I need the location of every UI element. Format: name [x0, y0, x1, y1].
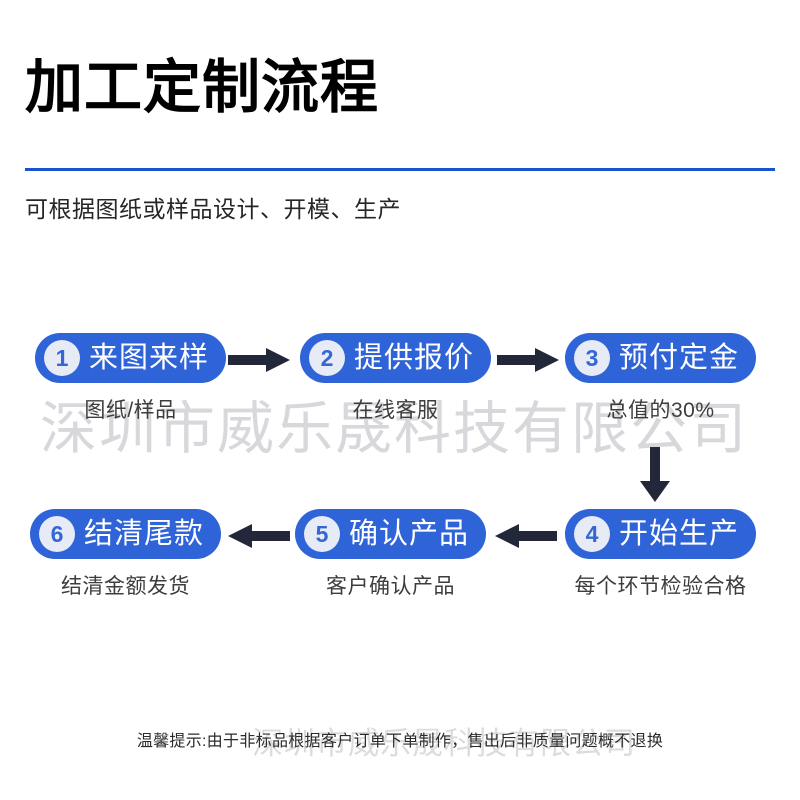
flow-step-1-label: 来图来样 [89, 341, 210, 374]
flow-step-3-label: 预付定金 [619, 341, 740, 374]
flow-step-2-pill[interactable]: 2 提供报价 [300, 333, 492, 383]
header: 加工定制流程 [25, 55, 775, 120]
flow-step-5-pill[interactable]: 5 确认产品 [295, 509, 487, 559]
flow-step-3-pill[interactable]: 3 预付定金 [565, 333, 757, 383]
flow-step-6-number: 6 [39, 516, 75, 552]
flow-step-5[interactable]: 5 确认产品 客户确认产品 [295, 509, 487, 600]
flow-step-3-number: 3 [574, 340, 610, 376]
flow-step-1-pill[interactable]: 1 来图来样 [35, 333, 227, 383]
flow-step-4[interactable]: 4 开始生产 每个环节检验合格 [565, 509, 757, 600]
flow-step-4-caption: 每个环节检验合格 [574, 575, 747, 598]
flow-step-6-label: 结清尾款 [84, 517, 205, 550]
flow-step-4-pill[interactable]: 4 开始生产 [565, 509, 757, 559]
flow-step-3[interactable]: 3 预付定金 总值的30% [565, 333, 757, 424]
flow-step-2-label: 提供报价 [354, 341, 475, 374]
flow-step-1[interactable]: 1 来图来样 图纸/样品 [35, 333, 227, 424]
flow-step-5-label: 确认产品 [349, 517, 470, 550]
flow-step-1-number: 1 [44, 340, 80, 376]
flow-step-4-label: 开始生产 [619, 517, 740, 550]
flow-step-2-caption: 在线客服 [352, 399, 439, 422]
footer-notice: 温馨提示:由于非标品根据客户订单下单制作，售出后非质量问题概不退换 [136, 733, 664, 750]
flow-step-2[interactable]: 2 提供报价 在线客服 [300, 333, 492, 424]
page-title: 加工定制流程 [25, 55, 380, 120]
arrow-step4-to-step5-icon [495, 524, 557, 548]
title-divider [25, 168, 775, 171]
flow-step-2-number: 2 [309, 340, 345, 376]
flow-step-6-pill[interactable]: 6 结清尾款 [30, 509, 222, 559]
arrow-step1-to-step2-icon [228, 348, 290, 372]
arrow-step2-to-step3-icon [497, 348, 559, 372]
flow-step-6[interactable]: 6 结清尾款 结清金额发货 [30, 509, 222, 600]
arrow-step3-to-step4-icon [640, 447, 670, 502]
page-subtitle: 可根据图纸或样品设计、开模、生产 [25, 196, 401, 222]
flow-step-4-number: 4 [574, 516, 610, 552]
flow-step-5-number: 5 [304, 516, 340, 552]
arrow-step5-to-step6-icon [228, 524, 290, 548]
flow-step-3-caption: 总值的30% [606, 399, 715, 422]
flow-step-6-caption: 结清金额发货 [61, 575, 190, 598]
flow-step-1-caption: 图纸/样品 [84, 399, 177, 422]
flow-step-5-caption: 客户确认产品 [326, 575, 455, 598]
